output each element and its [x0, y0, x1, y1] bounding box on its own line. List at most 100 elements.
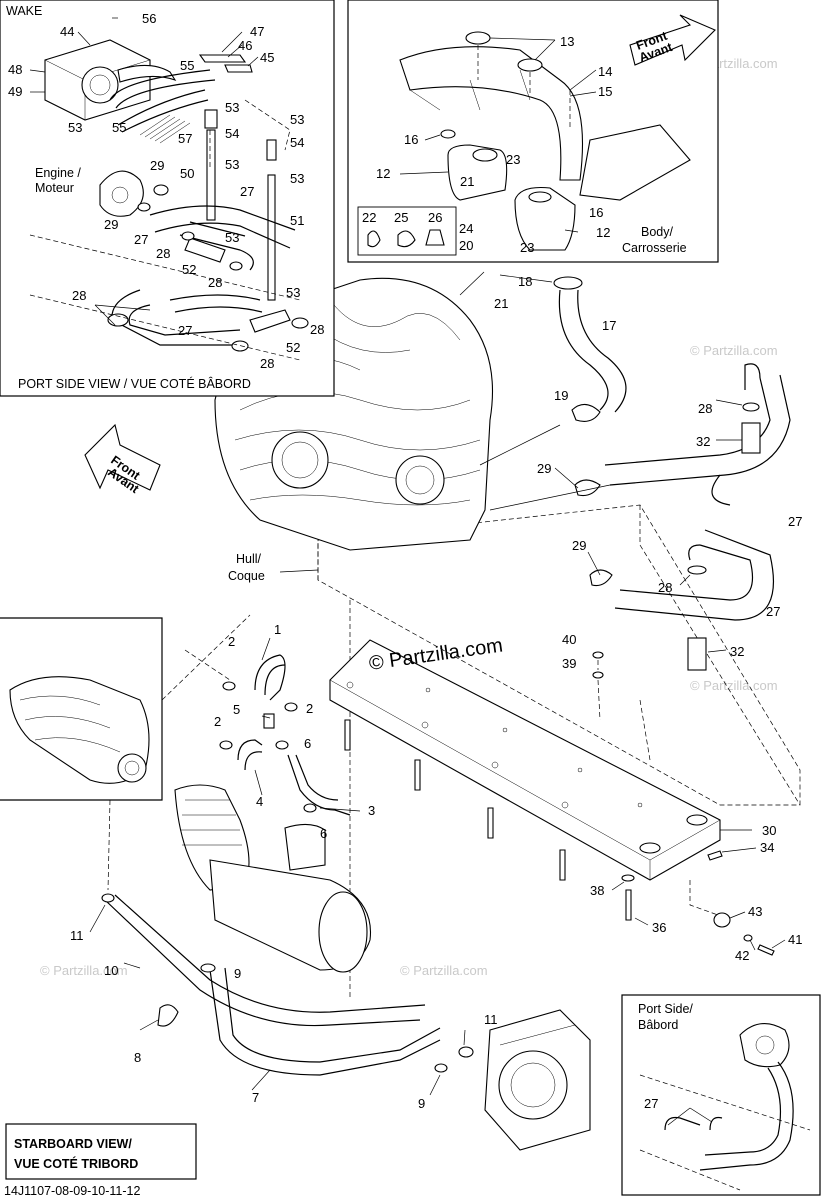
callout: 41	[788, 932, 802, 947]
callout: 42	[735, 948, 749, 963]
panel-bottom-left-inset	[0, 614, 251, 801]
callout: 2	[214, 714, 221, 729]
callout: 23	[520, 240, 534, 255]
hull-text: Coque	[228, 569, 265, 583]
callout: 28	[310, 322, 324, 337]
callout: 43	[748, 904, 762, 919]
hose-27-lower	[614, 529, 774, 621]
callout: 16	[589, 205, 603, 220]
hull-label: Hull/ Coque	[228, 552, 319, 583]
pump-housing	[484, 1009, 591, 1151]
watermark: © Partzilla.com	[690, 343, 778, 358]
callout: 11	[484, 1012, 498, 1027]
washers-39-40	[592, 651, 604, 721]
callout: 34	[760, 840, 774, 855]
hose-17	[553, 276, 627, 413]
hull-text: Hull/	[236, 552, 262, 566]
callout: 24	[459, 221, 473, 236]
callout: 6	[304, 736, 311, 751]
clamp-19	[571, 403, 601, 422]
callout: 7	[252, 1090, 259, 1105]
callout: 56	[142, 11, 156, 26]
callout: 28	[208, 275, 222, 290]
callout: 12	[596, 225, 610, 240]
front-arrow-main: Front Avant	[84, 423, 161, 497]
fasteners-41-43	[689, 880, 775, 956]
panel-bottom-right	[621, 994, 821, 1196]
callout: 15	[598, 84, 612, 99]
port-side-label: Port Side/	[638, 1002, 693, 1016]
callout: 4	[256, 794, 263, 809]
callout: 18	[518, 274, 532, 289]
body-label: Carrosserie	[622, 241, 687, 255]
callout: 30	[762, 823, 776, 838]
callout: 51	[290, 213, 304, 228]
callout: 28	[698, 401, 712, 416]
engine-label: Moteur	[35, 181, 74, 195]
callout-leaders	[29, 17, 786, 1126]
callout: 3	[368, 803, 375, 818]
callout: 53	[290, 171, 304, 186]
callout: 28	[658, 580, 672, 595]
callout: 53	[68, 120, 82, 135]
callout: 25	[394, 210, 408, 225]
callout: 27	[644, 1096, 658, 1111]
callout: 48	[8, 62, 22, 77]
callout: 16	[404, 132, 418, 147]
callout: 32	[730, 644, 744, 659]
leaders-main	[459, 271, 611, 511]
body-label: Body/	[641, 225, 673, 239]
callout: 5	[233, 702, 240, 717]
callout: 8	[134, 1050, 141, 1065]
callout: 29	[572, 538, 586, 553]
callout: 28	[156, 246, 170, 261]
callout: 53	[225, 157, 239, 172]
callout: 53	[290, 112, 304, 127]
callout: 27	[788, 514, 802, 529]
callout: 49	[8, 84, 22, 99]
panel-top-left	[0, 0, 335, 397]
callout: 6	[320, 826, 327, 841]
callout: 32	[696, 434, 710, 449]
center-watermark: © Partzilla.com	[368, 634, 505, 675]
callout: 12	[376, 166, 390, 181]
starboard-view-box	[5, 1123, 197, 1180]
callout: 36	[652, 920, 666, 935]
callout: 55	[112, 120, 126, 135]
callout: 1	[274, 622, 281, 637]
callout: 57	[178, 131, 192, 146]
callout-numbers: 56 44 47 46 45 48 49 55 55 53 53 53 53 5…	[8, 11, 802, 1111]
callout: 20	[459, 238, 473, 253]
callout: 11	[70, 928, 84, 943]
port-side-label: Bâbord	[638, 1018, 678, 1032]
callout: 17	[602, 318, 616, 333]
fittings-28-32	[574, 402, 761, 671]
exhaust-assembly	[174, 784, 372, 973]
rail-30	[329, 639, 721, 881]
callout: 55	[180, 58, 194, 73]
callout: 53	[225, 100, 239, 115]
callout: 38	[590, 883, 604, 898]
callout: 39	[562, 656, 576, 671]
callout: 22	[362, 210, 376, 225]
callout: 2	[306, 701, 313, 716]
callout: 21	[494, 296, 508, 311]
callout: 27	[766, 604, 780, 619]
callout: 13	[560, 34, 574, 49]
callout: 28	[72, 288, 86, 303]
panel-view-label: PORT SIDE VIEW / VUE COTÉ BÂBORD	[18, 376, 251, 391]
callout: 52	[182, 262, 196, 277]
hoses-left	[101, 649, 474, 1076]
callout: 9	[418, 1096, 425, 1111]
watermark: © Partzilla.com	[400, 963, 488, 978]
callout: 27	[134, 232, 148, 247]
watermark: © Partzilla.com	[40, 963, 128, 978]
callout: 10	[104, 963, 118, 978]
engine-label: Engine /	[35, 166, 81, 180]
callout: 50	[180, 166, 194, 181]
callout: 54	[225, 126, 239, 141]
callout: 53	[286, 285, 300, 300]
callout: 29	[150, 158, 164, 173]
watermark: © Partzilla.com	[690, 678, 778, 693]
